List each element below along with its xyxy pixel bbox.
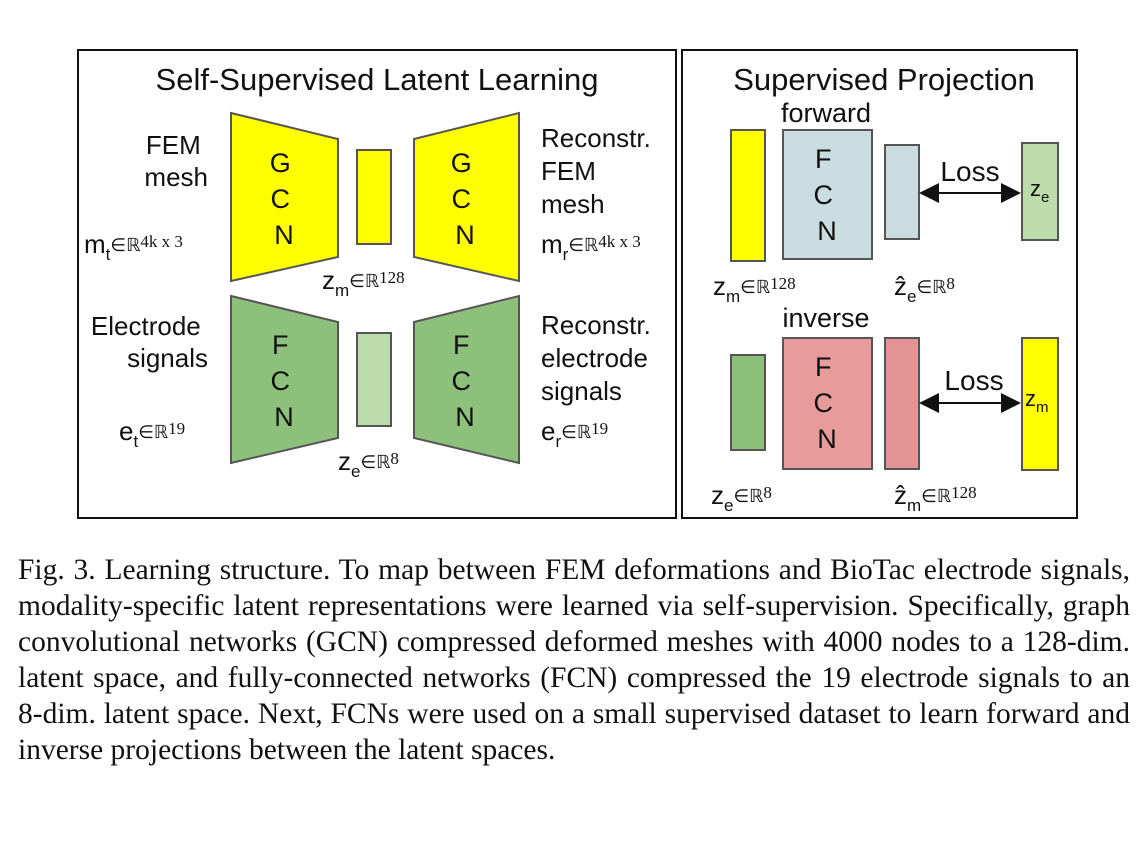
gcn-encoder-label: G C N (270, 148, 299, 250)
inverse-label: inverse (782, 303, 869, 333)
z-e-label: ze∈ℝ8 (338, 446, 399, 481)
gcn-encoder-block (230, 111, 339, 283)
forward-output-label: ẑe∈ℝ8 (894, 271, 955, 306)
figure-caption: Fig. 3. Learning structure. To map betwe… (18, 552, 1130, 768)
caption-text: Fig. 3. Learning structure. To map betwe… (18, 554, 1130, 766)
inverse-output-block (884, 337, 920, 470)
right-panel-title: Supervised Projection (733, 62, 1035, 97)
forward-loss-label: Loss (940, 156, 999, 187)
forward-output-block (884, 144, 920, 240)
inverse-target-block (1021, 337, 1059, 471)
inverse-loss-label: Loss (944, 365, 1003, 396)
inverse-input-block (730, 354, 766, 451)
forward-fcn-block (782, 129, 873, 260)
inverse-output-label: ẑm∈ℝ128 (894, 480, 977, 515)
m-r-label: mr∈ℝ4k x 3 (541, 229, 641, 264)
fcn-decoder-block (413, 294, 520, 465)
fcn-decoder-label: F C N (451, 330, 478, 432)
gcn-decoder-label: G C N (451, 148, 480, 250)
e-r-label: er∈ℝ19 (541, 416, 608, 451)
m-t-label: mt∈ℝ4k x 3 (84, 229, 183, 264)
fcn-encoder-block (230, 294, 339, 465)
fcn-encoder-label: F C N (270, 330, 297, 432)
inverse-fcn-label: F C N (813, 352, 840, 454)
z-m-latent-block (356, 149, 392, 245)
forward-input-label: zm∈ℝ128 (713, 271, 796, 306)
electrode-signals-label: Electrode signals (91, 311, 208, 373)
inverse-input-label: ze∈ℝ8 (711, 480, 772, 515)
e-t-label: et∈ℝ19 (119, 416, 185, 451)
fem-mesh-label: FEM mesh (144, 130, 208, 192)
left-panel-frame (77, 49, 677, 519)
forward-target-block (1021, 142, 1059, 241)
forward-label: forward (781, 98, 871, 128)
gcn-decoder-block (413, 111, 520, 283)
reconstr-fem-mesh-label: Reconstr. FEM mesh (541, 123, 658, 219)
forward-fcn-label: F C N (813, 144, 840, 246)
forward-input-block (730, 129, 766, 262)
right-panel-frame (681, 49, 1078, 519)
inverse-fcn-block (782, 337, 873, 470)
left-panel-title: Self-Supervised Latent Learning (156, 62, 599, 97)
forward-target-label: ze (1030, 176, 1049, 206)
reconstr-electrode-signals-label: Reconstr. electrode signals (541, 310, 658, 406)
inverse-target-label: zm (1025, 386, 1049, 416)
learning-structure-figure: Self-Supervised Latent Learning G C N G … (77, 49, 1078, 519)
z-m-label: zm∈ℝ128 (322, 265, 405, 300)
z-e-latent-block (356, 332, 392, 427)
